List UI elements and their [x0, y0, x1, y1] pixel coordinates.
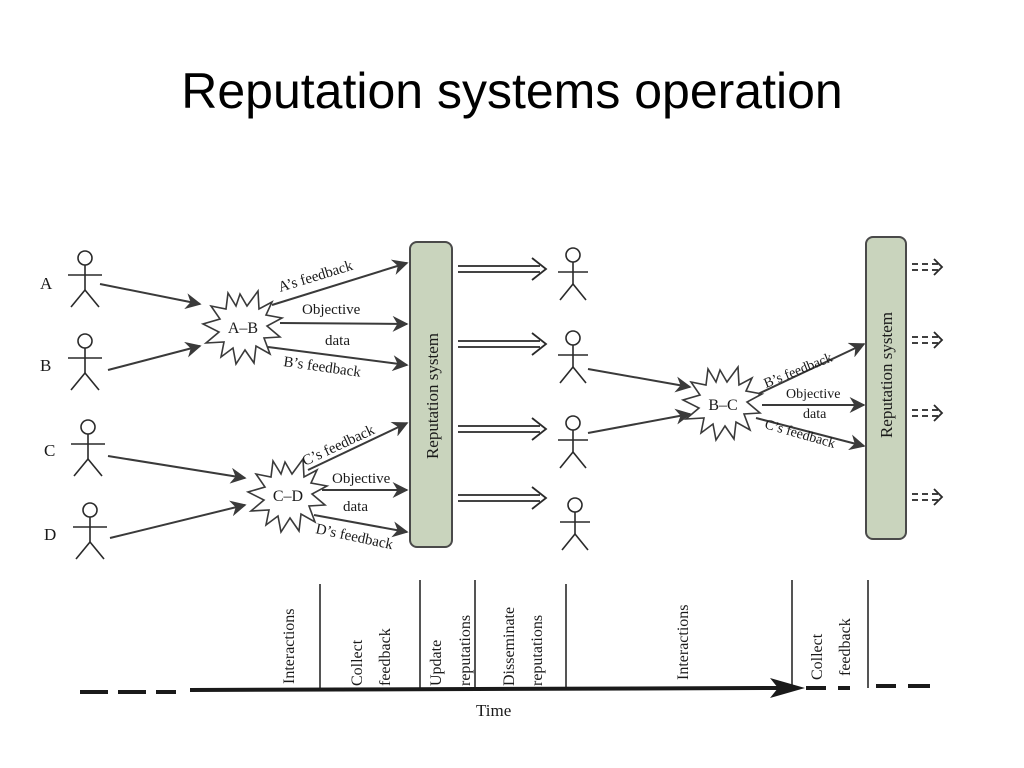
arrow-c-feedback [307, 421, 409, 471]
interaction-bc-label: B–C [708, 397, 737, 414]
participant-a-figure [68, 250, 102, 308]
participant-label-b: B [40, 356, 51, 375]
interaction-ab-label: A–B [228, 320, 258, 337]
phase-disseminate-label: Disseminate [501, 607, 518, 686]
participant-label-d: D [44, 525, 56, 544]
arrow-d-to-cd [109, 500, 247, 539]
bc-objective-label-1: Objective [786, 387, 840, 402]
arrow-b-feedback [267, 346, 409, 372]
participant-b-figure [68, 333, 102, 391]
ab-objective-label-2: data [325, 333, 350, 349]
interaction-bc-burst: B–C [680, 364, 765, 443]
phase-collect-label: Collect [349, 639, 366, 686]
c2-feedback-label: C’s feedback [763, 417, 837, 451]
cd-objective-label-2: data [343, 499, 368, 515]
phase-feedback-2-label: feedback [837, 618, 854, 676]
reputation-system-label-1: Reputation system [423, 333, 442, 459]
reputation-system-label-2: Reputation system [877, 312, 896, 438]
phase-collect-2-label: Collect [809, 633, 826, 680]
interaction-cd-burst: C–D [245, 456, 330, 535]
time-axis [80, 678, 930, 698]
arrow-a-feedback [271, 259, 409, 306]
phase-interactions-2-label: Interactions [675, 604, 692, 680]
arrow-c-to-cd [107, 455, 247, 484]
a-feedback-label: A’s feedback [276, 258, 355, 296]
arrow-b2-feedback [757, 342, 866, 395]
phase-update-reputations-label: reputations [457, 615, 474, 686]
phase-interactions-label: Interactions [281, 608, 298, 684]
participant-d-figure-2 [560, 497, 590, 551]
dissemination-arrows [458, 257, 548, 510]
arrow-b-to-ab [107, 341, 202, 371]
participant-a-figure-2 [558, 247, 588, 301]
arrow-c-to-bc [587, 408, 692, 434]
phase-update-label: Update [428, 640, 445, 686]
c-feedback-label: C’s feedback [300, 422, 378, 470]
arrow-ab-objective [279, 315, 409, 332]
ab-objective-label-1: Objective [302, 302, 361, 318]
slide-title: Reputation systems operation [181, 63, 843, 119]
participant-label-a: A [40, 274, 53, 293]
arrow-d-feedback [313, 514, 409, 538]
participant-c-figure [71, 419, 105, 477]
cd-objective-label-1: Objective [332, 471, 391, 487]
participant-c-figure-2 [558, 415, 588, 469]
d-feedback-label: D’s feedback [314, 521, 395, 553]
b2-feedback-label: B’s feedback [762, 351, 835, 392]
interaction-ab-burst: A–B [200, 288, 285, 367]
arrow-a-to-ab [99, 283, 202, 310]
participant-b-figure-2 [558, 330, 588, 384]
phase-feedback-label: feedback [377, 628, 394, 686]
reputation-system-box-1: Reputation system [409, 241, 453, 548]
bc-objective-label-2: data [803, 407, 827, 422]
continuation-arrows [912, 258, 944, 506]
participant-d-figure [73, 502, 107, 560]
reputation-system-box-2: Reputation system [865, 236, 907, 540]
participant-label-c: C [44, 441, 55, 460]
interaction-cd-label: C–D [273, 488, 303, 505]
time-label: Time [476, 701, 511, 720]
arrow-b-to-bc [587, 368, 692, 393]
phase-disseminate-reputations-label: reputations [529, 615, 546, 686]
arrow-c2-feedback [755, 417, 866, 451]
phase-dividers [319, 580, 869, 690]
